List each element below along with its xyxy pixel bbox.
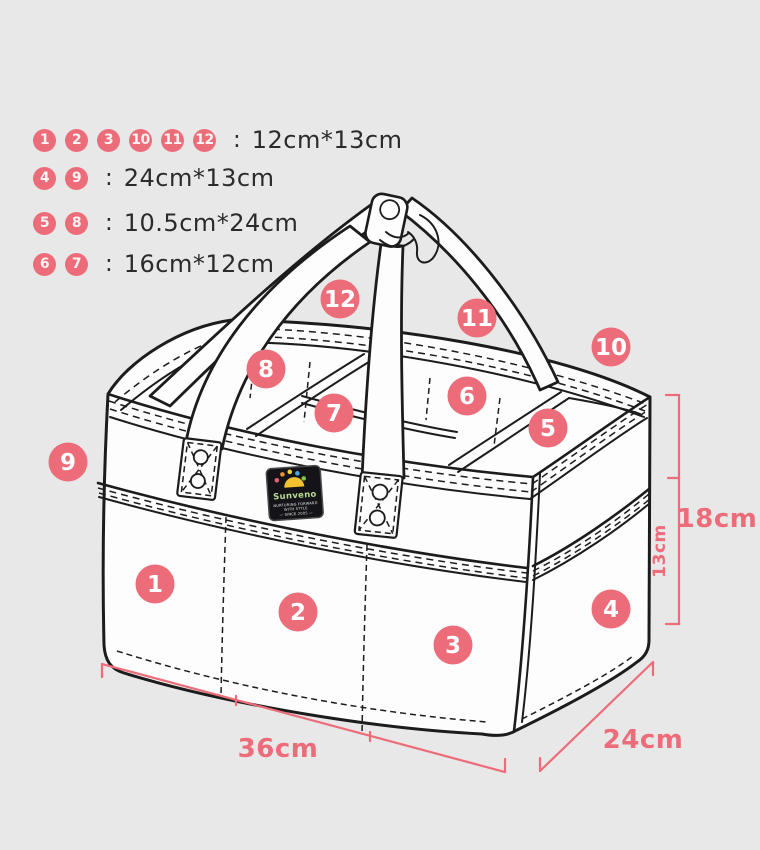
legend-badge: 7	[65, 252, 88, 276]
brand-tagline-1: NURTURING FORWARD	[273, 501, 317, 508]
svg-text:4: 4	[603, 597, 619, 623]
bag-handles	[148, 196, 560, 480]
legend-badge: 8	[65, 211, 88, 235]
svg-text:3: 3	[445, 633, 461, 659]
snap-button-icon	[379, 199, 401, 221]
front-right-corner-seam	[512, 475, 535, 733]
handle-front-right	[360, 242, 406, 480]
legend-badge: 5	[33, 211, 56, 235]
svg-text:2: 2	[290, 600, 306, 626]
brand-label: Sunveno NURTURING FORWARD WITH STYLE — S…	[265, 464, 324, 522]
svg-text:1: 1	[147, 572, 163, 598]
snap-closure	[364, 192, 440, 264]
pocket-badge-8: 8	[246, 349, 286, 389]
pocket-badge-11: 11	[457, 298, 497, 338]
sun-logo-icon	[284, 477, 305, 488]
width-label: 36cm	[238, 734, 319, 764]
handle-patch-right	[353, 471, 404, 539]
legend-badge: 6	[33, 252, 56, 276]
legend-row-3: 5 8 : 10.5cm*24cm	[33, 209, 299, 237]
legend-row-1: 1 2 3 10 11 12 : 12cm*13cm	[33, 126, 403, 154]
legend-separator: :	[105, 251, 113, 277]
legend-badge: 3	[97, 128, 120, 152]
depth-label: 24cm	[603, 725, 684, 755]
height-label: 18cm	[677, 504, 758, 534]
legend-size-text: 24cm*13cm	[123, 164, 275, 192]
handle-front-left	[183, 224, 372, 451]
pocket-badge-2: 2	[278, 592, 318, 632]
svg-text:5: 5	[540, 416, 556, 442]
legend-size-text: 10.5cm*24cm	[123, 209, 299, 237]
dimension-depth: 24cm	[538, 660, 684, 773]
legend-row-2: 4 9 : 24cm*13cm	[33, 164, 275, 192]
pocket-badge-10: 10	[591, 327, 631, 367]
pocket-divider-1-2	[220, 516, 227, 698]
handle-patch-left	[176, 437, 223, 501]
legend-row-4: 6 7 : 16cm*12cm	[33, 250, 275, 278]
legend-separator: :	[105, 210, 113, 236]
legend-badge: 4	[33, 166, 56, 190]
pocket-badge-4: 4	[591, 589, 631, 629]
legend-badge: 11	[161, 128, 184, 152]
pocket-divider-2-3	[361, 544, 368, 735]
pocket-badge-9: 9	[48, 442, 88, 482]
svg-text:12: 12	[324, 287, 356, 313]
handle-back-right	[398, 196, 560, 392]
pocket-badge-7: 7	[314, 393, 354, 433]
pocket-height-label: 13cm	[650, 524, 670, 577]
svg-text:8: 8	[258, 357, 274, 383]
legend-badge: 2	[65, 128, 88, 152]
legend-size-text: 16cm*12cm	[123, 250, 275, 278]
rim-front-edge	[106, 392, 535, 479]
legend-badge: 9	[65, 166, 88, 190]
legend-separator: :	[233, 127, 241, 153]
legend-badge: 1	[33, 128, 56, 152]
legend-separator: :	[105, 165, 113, 191]
brand-tagline-2: WITH STYLE	[284, 506, 308, 512]
pocket-badge-12: 12	[320, 279, 360, 319]
brand-tagline-3: — SINCE 2005 —	[279, 511, 313, 517]
rim-back-binding	[239, 341, 645, 418]
legend-size-text: 12cm*13cm	[251, 126, 403, 154]
dimension-height: 18cm 13cm	[650, 393, 758, 626]
rim-right-edge	[531, 395, 652, 479]
dimension-width: 36cm	[100, 662, 507, 774]
rim-front-binding	[109, 416, 531, 500]
legend-badge: 12	[193, 128, 216, 152]
pocket-badge-1: 1	[135, 564, 175, 604]
pocket-panels	[96, 473, 651, 735]
rim-right-binding	[529, 417, 648, 500]
pocket-badge-3: 3	[433, 625, 473, 665]
pocket-badge-5: 5	[528, 408, 568, 448]
svg-text:7: 7	[326, 401, 342, 427]
svg-text:6: 6	[459, 384, 475, 410]
pocket-badge-6: 6	[447, 376, 487, 416]
svg-text:10: 10	[595, 335, 627, 361]
legend-badge: 10	[129, 128, 152, 152]
brand-name: Sunveno	[273, 490, 317, 503]
svg-text:9: 9	[60, 450, 76, 476]
svg-text:11: 11	[461, 306, 493, 332]
